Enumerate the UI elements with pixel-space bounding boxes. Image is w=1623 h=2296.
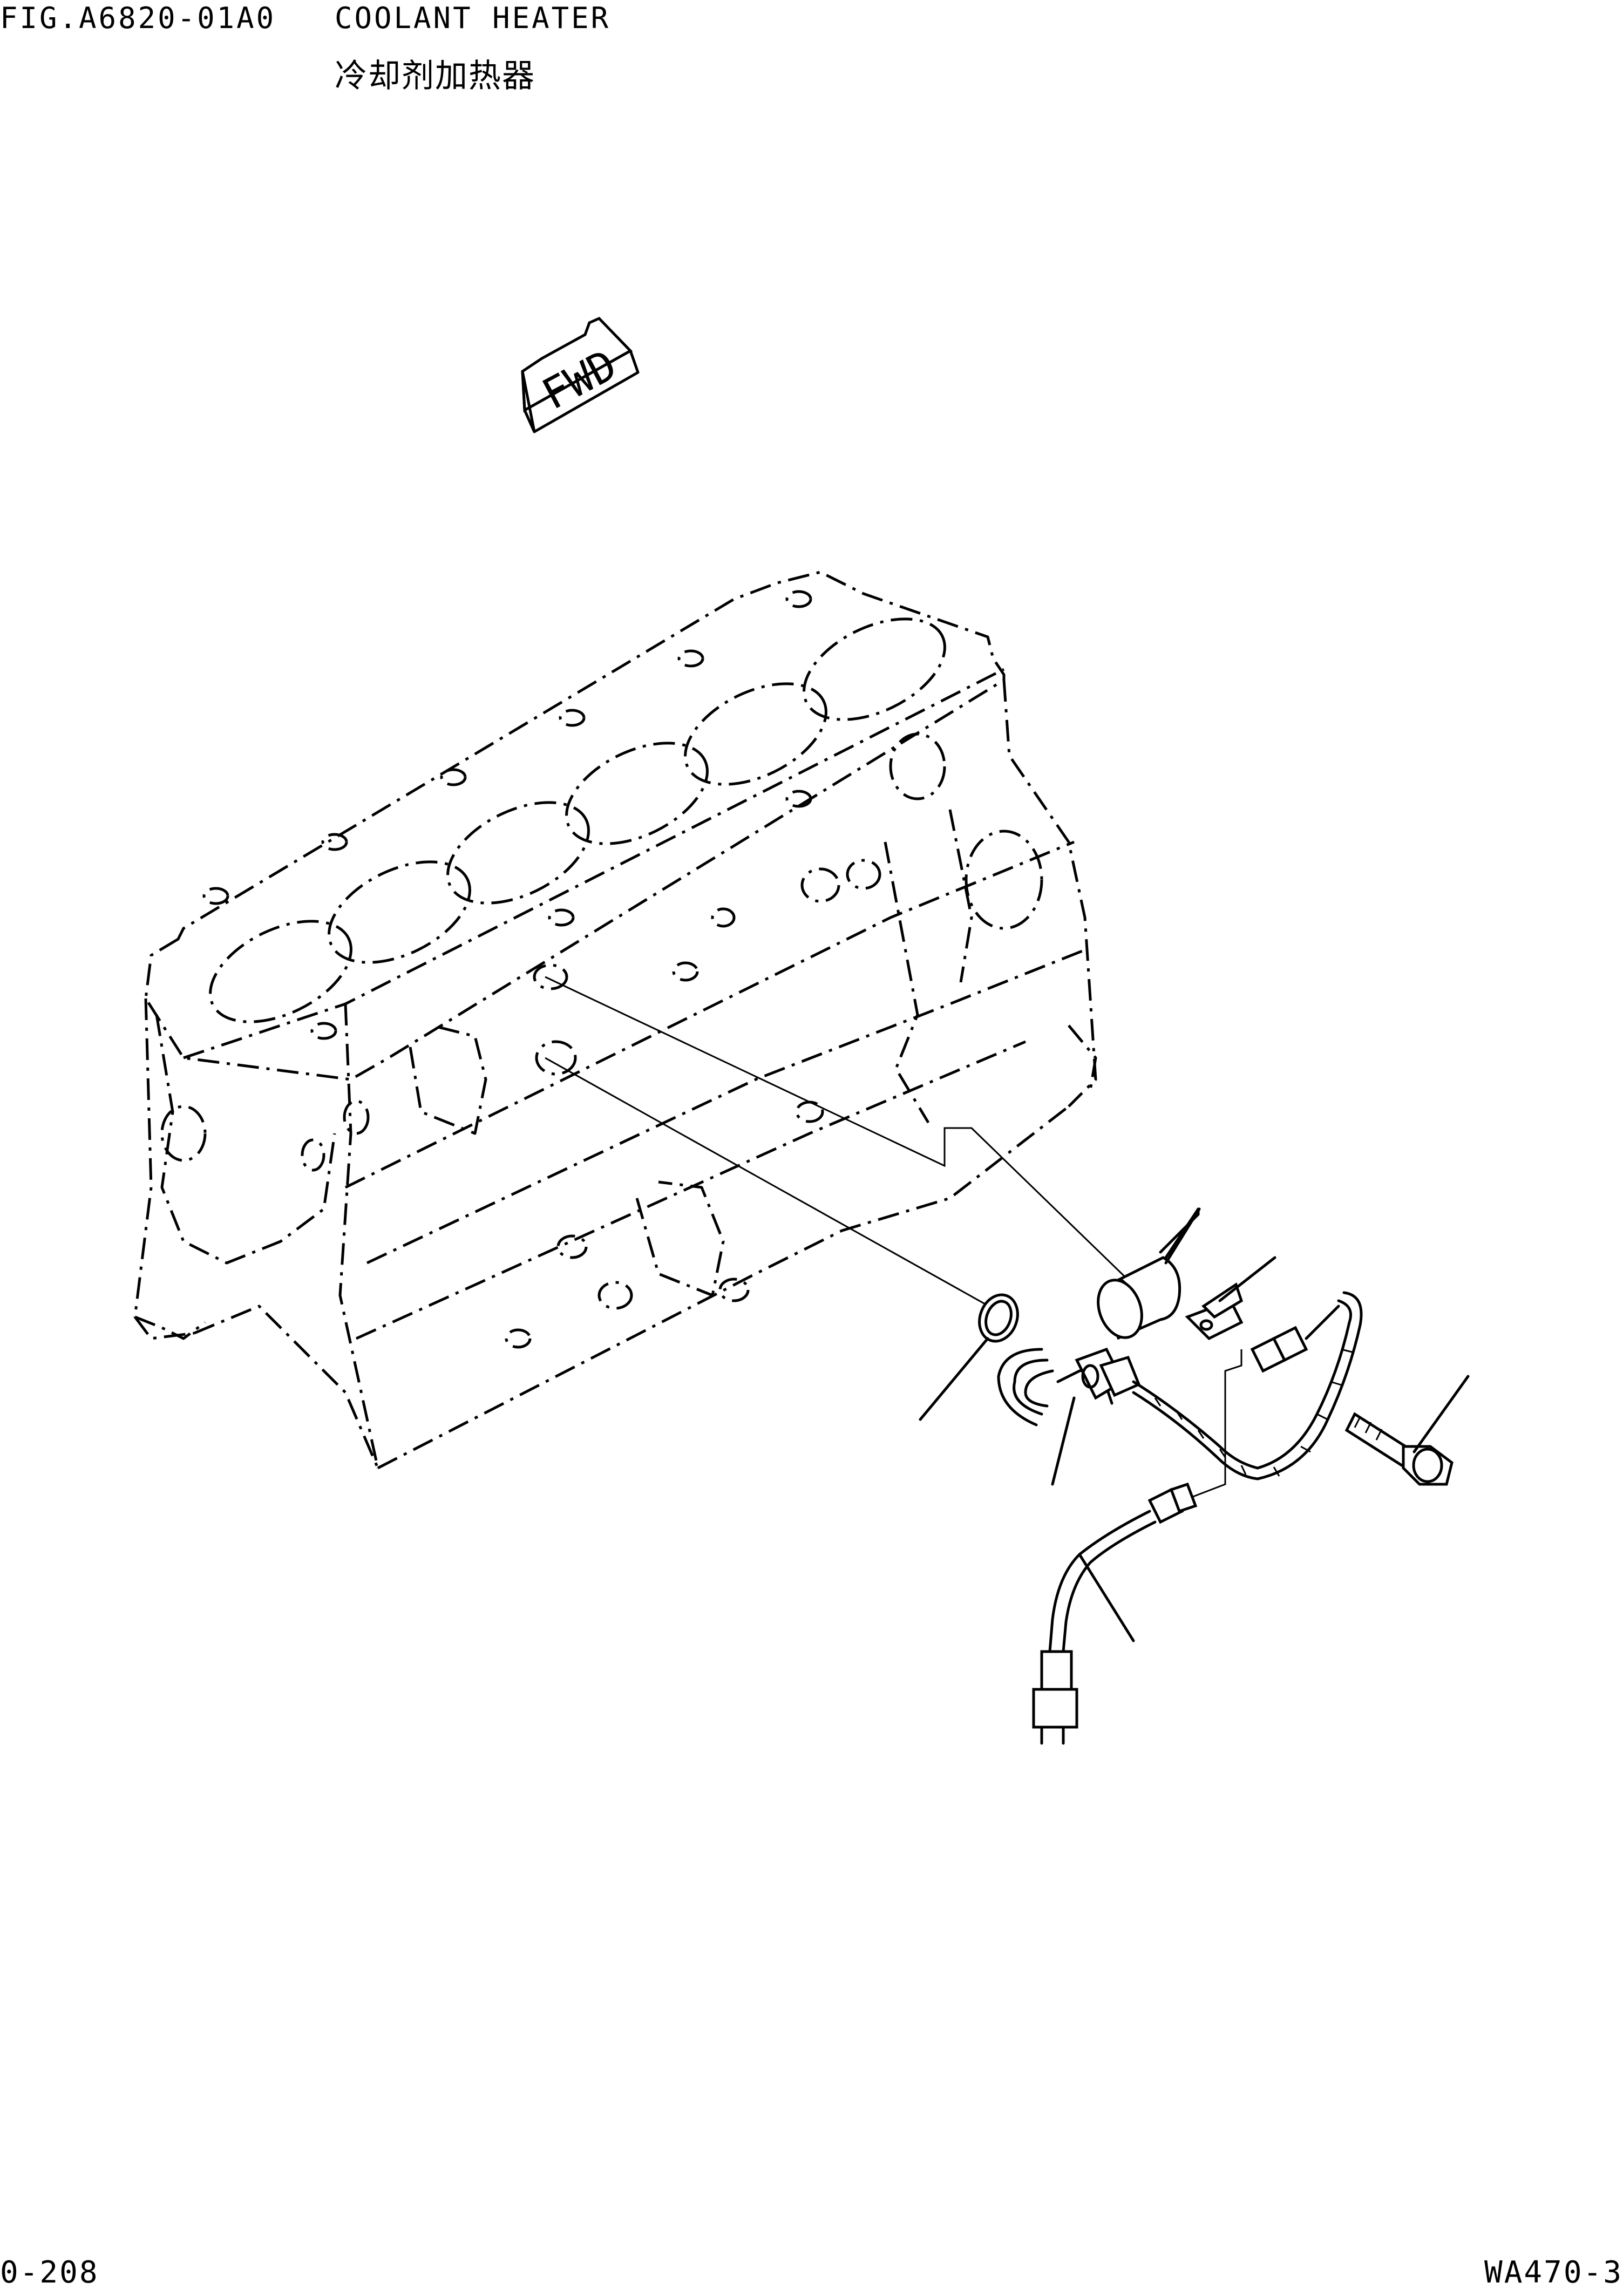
heater-element-part [997,1291,1363,1486]
cylinder-bores [209,617,946,1023]
figure-title: COOLANT HEATER [335,1,611,35]
bolt-part [1344,1375,1470,1486]
page-number: 0-208 [0,2255,99,2290]
assembly-lines [545,976,1242,1512]
figure-code: FIG.A6820-01A0 [0,1,276,35]
lead-wire-part [1032,1482,1198,1745]
leader-line-sleeve [1164,1207,1201,1265]
engine-block [133,570,1097,1470]
model-number: WA470-3 [1484,2255,1623,2290]
fwd-arrow-icon: FWD [521,317,640,433]
o-ring-part [919,1293,1019,1421]
figure-title-chinese: 冷却剂加热器 [335,57,535,95]
clip-part [1185,1256,1276,1341]
sleeve-part [1097,1207,1200,1340]
